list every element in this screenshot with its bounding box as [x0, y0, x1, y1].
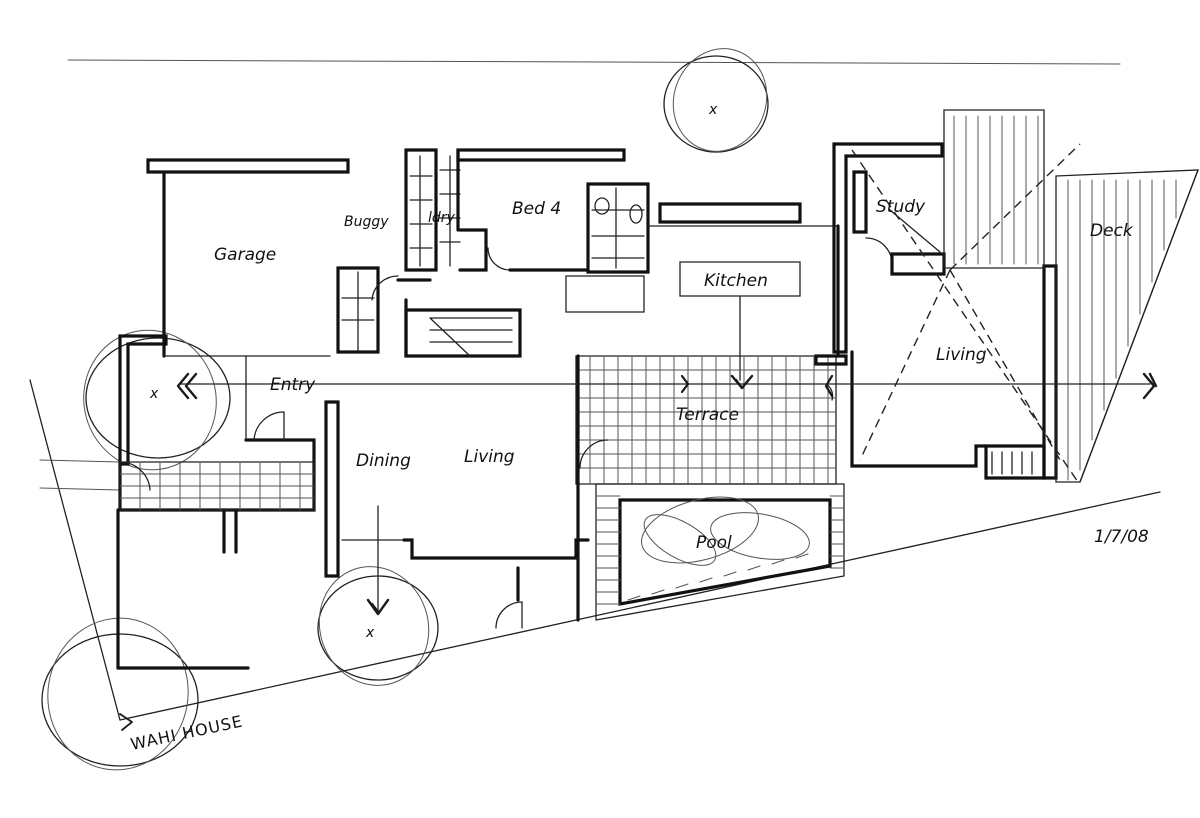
laundry-walls [404, 148, 626, 272]
structure-dashed-lines [851, 143, 1081, 483]
section-arrow-icon-kitchen [730, 374, 754, 390]
entry-paving [119, 461, 315, 511]
section-arrow-icon-west [176, 372, 198, 400]
pool [595, 483, 845, 621]
svg-text:x: x [149, 386, 159, 402]
main-living-walls [116, 355, 590, 670]
tree-icon-southwest [41, 617, 199, 771]
living-east-walls [850, 109, 1058, 480]
deck-area [1055, 169, 1199, 483]
tree-icon-north: x [663, 48, 769, 153]
section-arrow-icon-terrace-left [680, 374, 690, 394]
room-label-dining: Dining [356, 451, 411, 471]
drawing-title: WAHI HOUSE [129, 712, 245, 754]
study-walls [832, 142, 946, 354]
section-arrow-icon-east [1142, 372, 1158, 400]
north-marker [119, 713, 133, 731]
kitchen-walls [565, 202, 840, 381]
room-label-deck: Deck [1090, 221, 1134, 241]
room-label-pool: Pool [696, 533, 732, 553]
ensuite-walls [336, 266, 432, 358]
stair-walls [404, 308, 522, 358]
room-label-buggy: Buggy [344, 214, 389, 230]
section-arrow-icon-terrace-right [824, 374, 834, 398]
room-label-kitchen: Kitchen [704, 271, 768, 291]
svg-text:x: x [365, 625, 375, 641]
drawing-date: 1/7/08 [1094, 527, 1149, 547]
room-label-study: Study [876, 197, 926, 217]
tree-icon-south: x [317, 566, 439, 686]
garage-walls [118, 158, 350, 466]
room-label-terrace: Terrace [676, 405, 739, 425]
room-label-living-main: Living [464, 447, 515, 467]
room-label-living-east: Living [936, 345, 987, 365]
svg-text:x: x [708, 102, 718, 118]
room-label-ldry: ldry [428, 210, 456, 226]
room-label-entry: Entry [270, 375, 316, 395]
bed4-walls [487, 182, 650, 274]
room-label-garage: Garage [214, 245, 276, 265]
section-arrow-icon-dining [366, 505, 390, 616]
room-label-bed4: Bed 4 [512, 199, 561, 219]
tree-icon-west: x [83, 329, 231, 471]
